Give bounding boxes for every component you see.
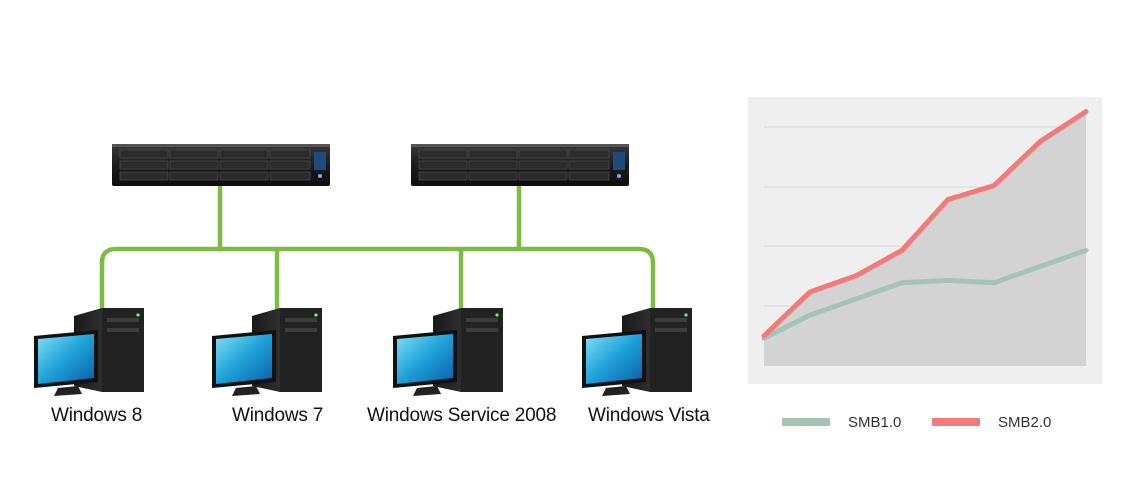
- legend-item-smb1: SMB1.0: [782, 412, 901, 432]
- rack-server-icon: [112, 144, 330, 186]
- client-label-windows-7: Windows 7: [232, 405, 324, 426]
- desktop-computer-icon: [393, 308, 503, 396]
- series-line-smb2: [761, 109, 1089, 339]
- desktop-computer-icon: [212, 308, 322, 396]
- smb-performance-chart: [748, 97, 1102, 384]
- client-label-windows-vista: Windows Vista: [588, 405, 710, 426]
- legend-label-smb1: SMB1.0: [848, 413, 902, 431]
- series-line-smb1: [761, 247, 1089, 341]
- client-label-windows-service-2008: Windows Service 2008: [367, 405, 557, 426]
- legend-label-smb2: SMB2.0: [998, 413, 1052, 431]
- network-bus: [99, 246, 656, 313]
- desktop-computer-icon: [34, 308, 144, 396]
- legend-swatch-smb2: [932, 418, 980, 426]
- legend-swatch-smb1: [782, 418, 830, 426]
- rack-server-icon: [411, 144, 629, 186]
- desktop-computer-icon: [582, 308, 692, 396]
- client-label-windows-8: Windows 8: [51, 405, 143, 426]
- chart-series-lines: [761, 109, 1089, 341]
- legend-item-smb2: SMB2.0: [932, 412, 1051, 432]
- network-lines: [99, 182, 656, 315]
